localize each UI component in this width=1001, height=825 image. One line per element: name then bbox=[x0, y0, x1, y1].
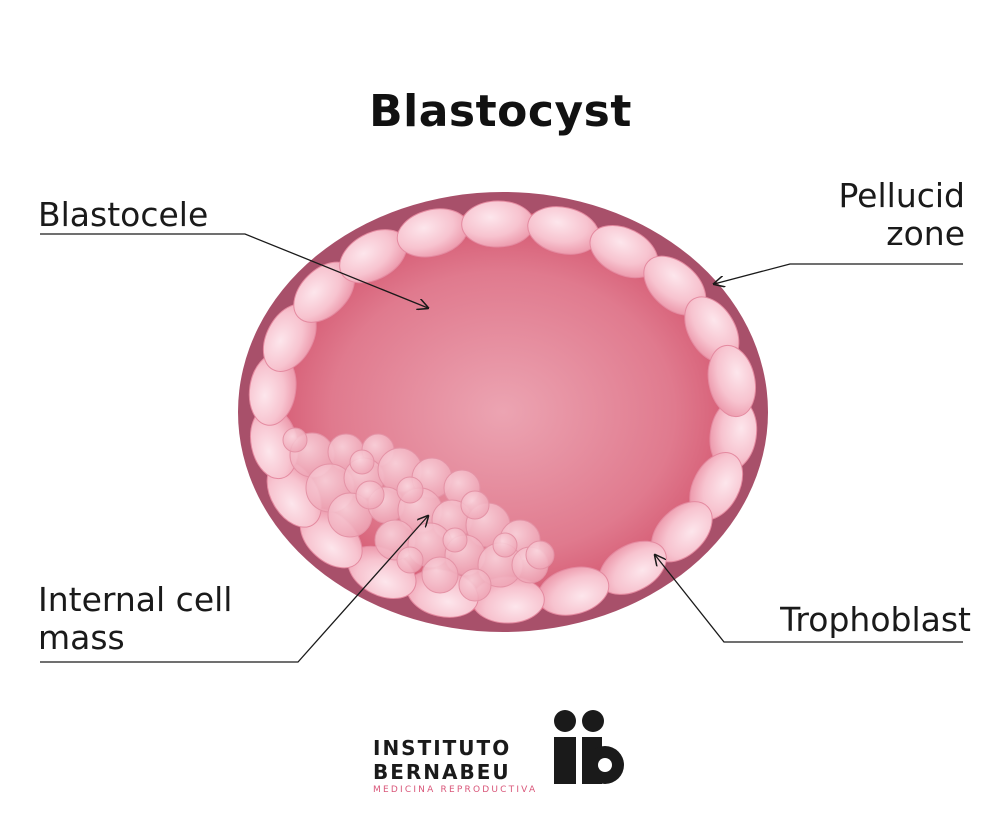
icm-cell bbox=[458, 568, 492, 602]
icm-leader bbox=[40, 516, 428, 663]
pellucid-leader bbox=[714, 263, 963, 284]
icm-cell bbox=[282, 427, 308, 453]
trophoblast-cell bbox=[707, 344, 756, 418]
icm-cell bbox=[460, 490, 490, 520]
logo-text-line2: BERNABEU bbox=[373, 760, 511, 784]
pellucid-zone-label: Pellucid zone bbox=[838, 177, 965, 253]
icm-cell bbox=[396, 476, 424, 504]
trophoblast-leader bbox=[655, 555, 963, 643]
pellucid-zone-label-line2: zone bbox=[886, 214, 965, 253]
internal-cell-mass-label: Internal cell mass bbox=[38, 581, 232, 657]
logo-text-line1: INSTITUTO bbox=[373, 736, 512, 760]
pellucid-zone-label-line1: Pellucid bbox=[838, 176, 965, 215]
diagram-title: Blastocyst bbox=[369, 86, 632, 137]
blastocele-leader bbox=[40, 233, 428, 308]
trophoblast-cells bbox=[248, 200, 758, 624]
icm-cell bbox=[349, 449, 375, 475]
instituto-bernabeu-logo-mark bbox=[554, 710, 624, 784]
icm-cell bbox=[421, 556, 459, 594]
icm-cell bbox=[492, 532, 518, 558]
blastocele-label: Blastocele bbox=[38, 195, 209, 234]
trophoblast-label: Trophoblast bbox=[780, 600, 971, 639]
icm-cell bbox=[442, 527, 468, 553]
internal-cell-mass-label-line1: Internal cell bbox=[38, 580, 233, 619]
icm-cell bbox=[525, 540, 555, 570]
internal-cell-mass-label-line2: mass bbox=[38, 618, 125, 657]
icm-cell bbox=[396, 546, 424, 574]
icm-cell bbox=[355, 480, 385, 510]
internal-cell-mass bbox=[282, 427, 555, 602]
logo-tagline: MEDICINA REPRODUCTIVA bbox=[373, 785, 538, 795]
